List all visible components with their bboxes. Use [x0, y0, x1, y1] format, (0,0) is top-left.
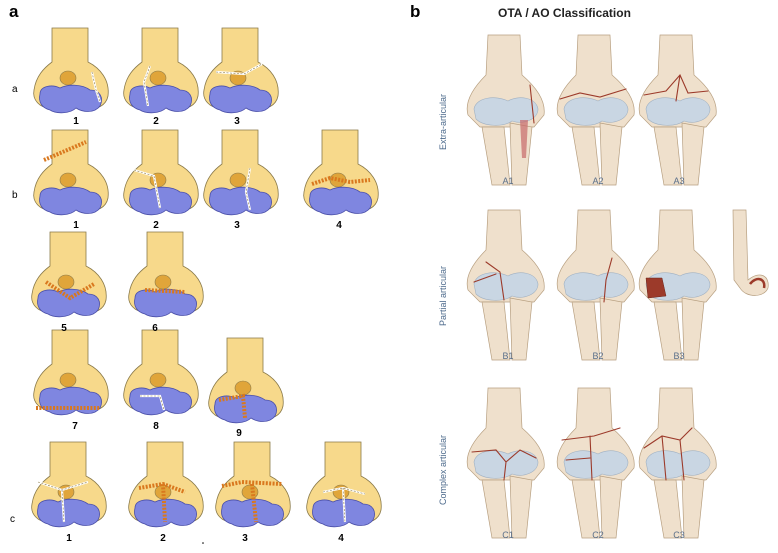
group-label-complex-articular: Complex articular — [438, 415, 448, 525]
label-B2: B2 — [583, 351, 613, 361]
group-label-partial-articular: Partial articular — [438, 241, 448, 351]
label-C3: C3 — [664, 530, 694, 540]
elbow-C2 — [557, 388, 634, 538]
elbow-A1 — [467, 35, 544, 185]
radius — [682, 476, 704, 538]
elbow-C3 — [639, 388, 716, 538]
label-B3: B3 — [664, 351, 694, 361]
label-C1: C1 — [493, 530, 523, 540]
elbow-B1 — [467, 210, 544, 360]
label-A2: A2 — [583, 176, 613, 186]
label-A3: A3 — [664, 176, 694, 186]
radius — [600, 476, 622, 538]
elbow-A3 — [639, 35, 716, 185]
elbow-B2 — [557, 210, 634, 360]
elbow-C1 — [467, 388, 544, 538]
label-B1: B1 — [493, 351, 523, 361]
label-C2: C2 — [583, 530, 613, 540]
group-label-extra-articular: Extra-articular — [438, 67, 448, 177]
radius — [510, 476, 532, 538]
label-A1: A1 — [493, 176, 523, 186]
elbow-A2 — [557, 35, 634, 185]
elbow-B3 — [639, 210, 716, 360]
